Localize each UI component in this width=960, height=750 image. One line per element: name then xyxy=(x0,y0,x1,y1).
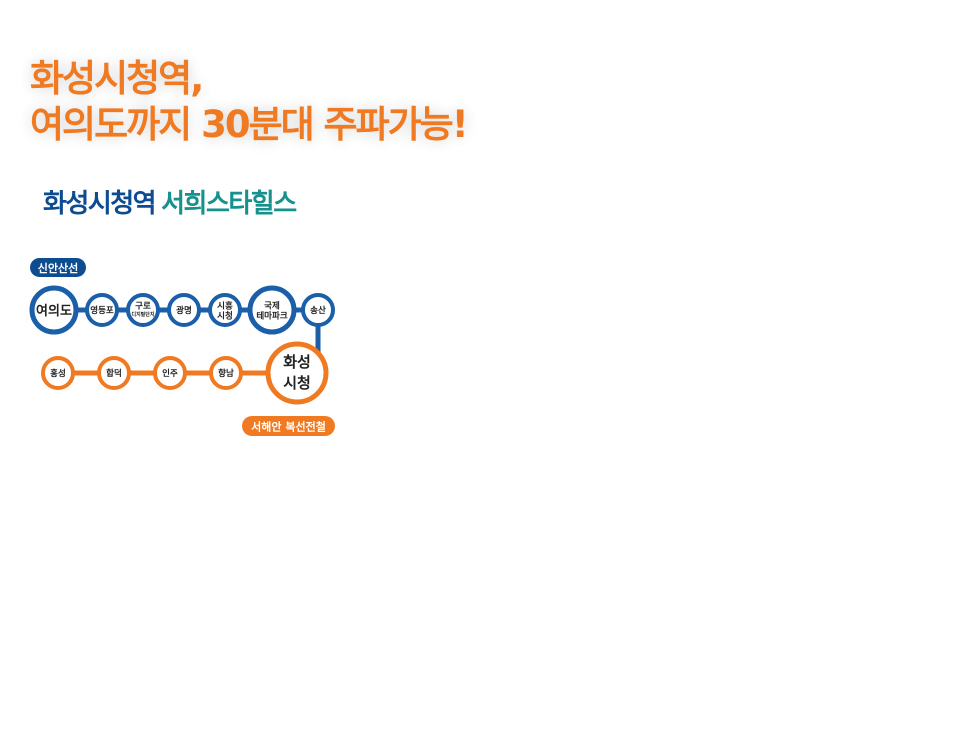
station-circle xyxy=(85,293,119,327)
station-label-line2: 디지털단지 xyxy=(131,311,154,318)
station-circle xyxy=(209,356,243,390)
station-circle xyxy=(126,293,160,327)
seohae-label-text: 서해안 복선전철 xyxy=(251,420,326,434)
station-label: 송산 xyxy=(310,305,326,316)
station-circle xyxy=(167,293,201,327)
sinansan-label: 신안산선 xyxy=(30,258,86,277)
station-label-line1: 시흥 xyxy=(217,301,233,312)
sinansan-station-6: 송산 xyxy=(301,293,335,327)
station-circle xyxy=(301,293,335,327)
station-label-line2: 테마파크 xyxy=(256,311,287,322)
station-hwaseong-sicheong: 화성 시청 xyxy=(265,341,329,405)
seohae-station-2: 인주 xyxy=(153,356,187,390)
sinansan-station-1: 영등포 xyxy=(85,293,119,327)
station-circle xyxy=(29,285,79,335)
station-label: 향남 xyxy=(218,368,234,379)
seohae-label: 서해안 복선전철 xyxy=(242,416,335,436)
station-label-line1: 국제 xyxy=(264,301,280,312)
station-circle xyxy=(153,356,187,390)
hub-line-1: 화성 xyxy=(283,353,311,371)
station-label: 영등포 xyxy=(90,305,114,316)
station-label: 합덕 xyxy=(106,368,122,379)
seohae-station-3: 향남 xyxy=(209,356,243,390)
station-circle xyxy=(97,356,131,390)
station-circle xyxy=(208,293,242,327)
station-circle xyxy=(41,356,75,390)
station-label: 인주 xyxy=(162,368,178,379)
brand-name: 서희스타힐스 xyxy=(161,189,297,219)
hub-line-2: 시청 xyxy=(283,374,311,392)
seohae-station-1: 합덕 xyxy=(97,356,131,390)
headline: 화성시청역, 여의도까지 30분대 주파가능! xyxy=(30,56,469,148)
station-label: 홍성 xyxy=(50,368,66,379)
station-label: 여의도 xyxy=(36,303,72,319)
headline-line-1: 화성시청역, xyxy=(30,57,204,100)
station-name: 화성시청역 xyxy=(43,189,157,219)
sinansan-label-text: 신안산선 xyxy=(38,261,78,275)
station-label-line2: 시청 xyxy=(217,311,233,322)
sinansan-station-3: 광명 xyxy=(167,293,201,327)
station-label-line1: 구로 xyxy=(135,302,151,312)
headline-line-2: 여의도까지 30분대 주파가능! xyxy=(30,103,469,146)
sinansan-station-0: 여의도 xyxy=(29,285,79,335)
station-label: 광명 xyxy=(176,305,192,316)
seohae-station-0: 홍성 xyxy=(41,356,75,390)
station-circle xyxy=(247,285,297,335)
